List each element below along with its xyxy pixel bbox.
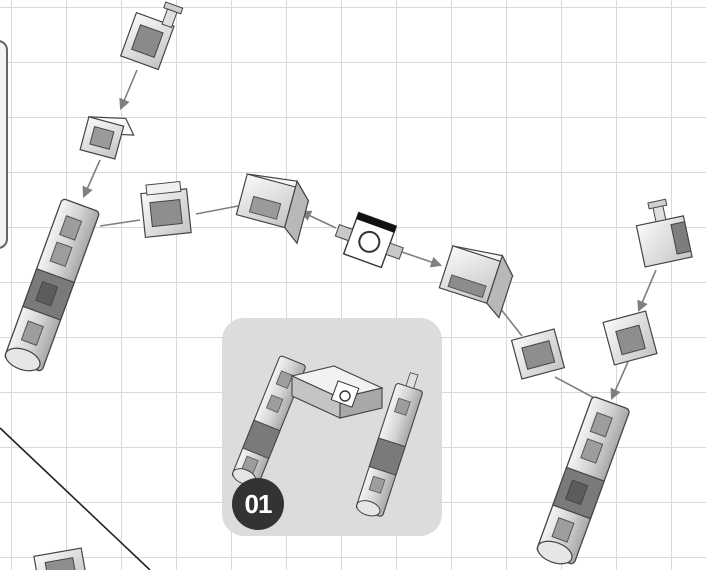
preview-bridge (292, 366, 382, 418)
corner-block (436, 240, 517, 317)
beam-part (534, 396, 630, 569)
connector-arrow (612, 362, 628, 398)
partial-part (34, 548, 86, 570)
beam-part (2, 198, 99, 376)
clamp-part (121, 0, 183, 70)
clamp-part (632, 196, 692, 267)
connector-arrow (121, 70, 137, 108)
connector-arrow (639, 270, 656, 310)
connector-arrow (196, 206, 238, 214)
connector-block (603, 311, 657, 365)
connector-arrow (100, 220, 140, 226)
hub-connector (331, 208, 410, 273)
connector-block (512, 329, 565, 379)
connector-arrow (302, 212, 336, 228)
connector-arrow (555, 377, 598, 400)
connector-arrow (402, 252, 440, 265)
corner-block (233, 168, 312, 243)
connector-block (80, 109, 137, 162)
step-number-badge: 01 (232, 478, 284, 530)
connector-block (140, 181, 191, 238)
connector-arrow (84, 160, 100, 196)
connector-arrow (500, 308, 522, 336)
